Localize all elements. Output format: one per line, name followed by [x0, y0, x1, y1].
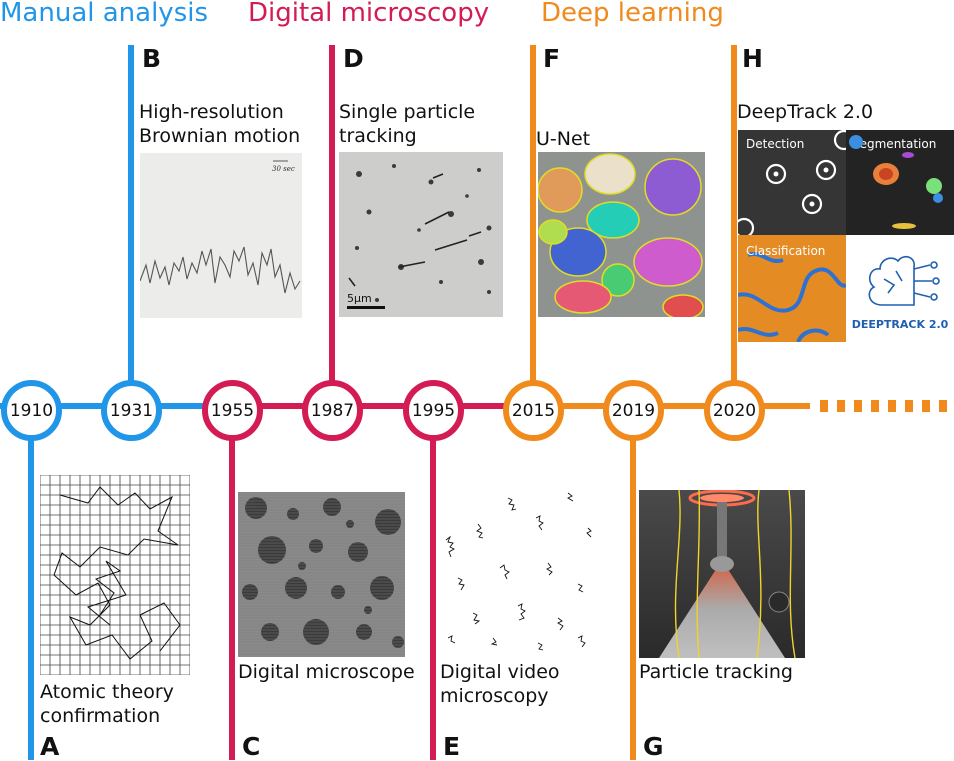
panel-letter-e: E [443, 732, 461, 761]
year-label: 1987 [310, 400, 355, 421]
panel-letter-c: C [242, 732, 261, 761]
timeline-segment-orange [530, 403, 810, 409]
caption-h: DeepTrack 2.0 [737, 101, 874, 123]
brain-network-icon [868, 255, 940, 306]
detection-label: Detection [746, 137, 804, 151]
perrin-brownian-paths-image [40, 475, 190, 675]
unet-segmentation-image [538, 152, 705, 317]
timeline-segment-red [230, 403, 530, 409]
caption-line: tracking [339, 125, 417, 147]
caption-line: Brownian motion [139, 125, 301, 147]
digital-microscope-image [238, 492, 405, 657]
year-label: 1955 [210, 400, 255, 421]
year-label: 1910 [9, 400, 54, 421]
deeptrack-detection-image: Detection [738, 130, 846, 235]
era-label-digital-microscopy: Digital microscopy [248, 0, 490, 28]
year-label: 2019 [611, 400, 656, 421]
brownian-trace-image: 30 sec [140, 153, 302, 318]
caption-line: confirmation [40, 705, 161, 727]
caption-line: Atomic theory [40, 681, 174, 703]
deeptrack-logo-text: DEEPTRACK 2.0 [852, 318, 949, 331]
caption-e: Digital video microscopy [440, 660, 560, 708]
caption-f: U-Net [536, 128, 591, 150]
connector-line-f [530, 45, 536, 405]
classification-label: Classification [746, 244, 825, 258]
caption-g: Particle tracking [639, 661, 793, 683]
deeptrack-classification-image: Classification [738, 235, 846, 342]
year-node-1987: 1987 [302, 380, 363, 441]
year-node-1910: 1910 [1, 380, 62, 441]
caption-line: Digital video [440, 661, 560, 683]
panel-letter-a: A [40, 732, 60, 761]
caption-b: High-resolution Brownian motion [139, 100, 300, 148]
scale-bar-label: 5µm [347, 292, 372, 305]
era-label-deep-learning: Deep learning [541, 0, 724, 28]
year-label: 1931 [109, 400, 154, 421]
caption-a: Atomic theory confirmation [40, 680, 174, 728]
connector-line-a [28, 405, 34, 760]
year-node-1931: 1931 [101, 380, 162, 441]
connector-line-d [329, 45, 335, 405]
year-label: 2020 [712, 400, 757, 421]
caption-line: Single particle [339, 101, 476, 123]
year-node-1995: 1995 [403, 380, 464, 441]
caption-c: Digital microscope [238, 661, 415, 683]
era-label-manual-analysis: Manual analysis [0, 0, 209, 28]
connector-line-g [630, 405, 636, 760]
panel-letter-f: F [543, 44, 561, 73]
connector-line-c [229, 405, 235, 760]
particle-tracking-illustration [639, 490, 805, 658]
connector-line-b [128, 45, 134, 405]
panel-letter-b: B [142, 44, 162, 73]
segmentation-label: Segmentation [852, 137, 936, 151]
deeptrack-logo: DEEPTRACK 2.0 [846, 235, 954, 342]
year-node-2020: 2020 [704, 380, 765, 441]
time-scale-note: 30 sec [272, 165, 295, 173]
deeptrack-segmentation-image: Segmentation [846, 130, 954, 235]
connector-line-e [430, 405, 436, 760]
caption-line: High-resolution [139, 101, 284, 123]
connector-line-h [731, 45, 737, 405]
particle-tracking-micrograph: 5µm [339, 152, 503, 317]
caption-d: Single particle tracking [339, 100, 475, 148]
year-node-2015: 2015 [503, 380, 564, 441]
panel-letter-h: H [742, 44, 763, 73]
caption-line: microscopy [440, 685, 549, 707]
timeline-dotted-continuation [820, 400, 947, 412]
year-node-1955: 1955 [202, 380, 263, 441]
trajectory-plot-image [438, 488, 606, 658]
year-label: 2015 [511, 400, 556, 421]
year-node-2019: 2019 [603, 380, 664, 441]
panel-letter-d: D [343, 44, 364, 73]
year-label: 1995 [411, 400, 456, 421]
panel-letter-g: G [643, 732, 664, 761]
